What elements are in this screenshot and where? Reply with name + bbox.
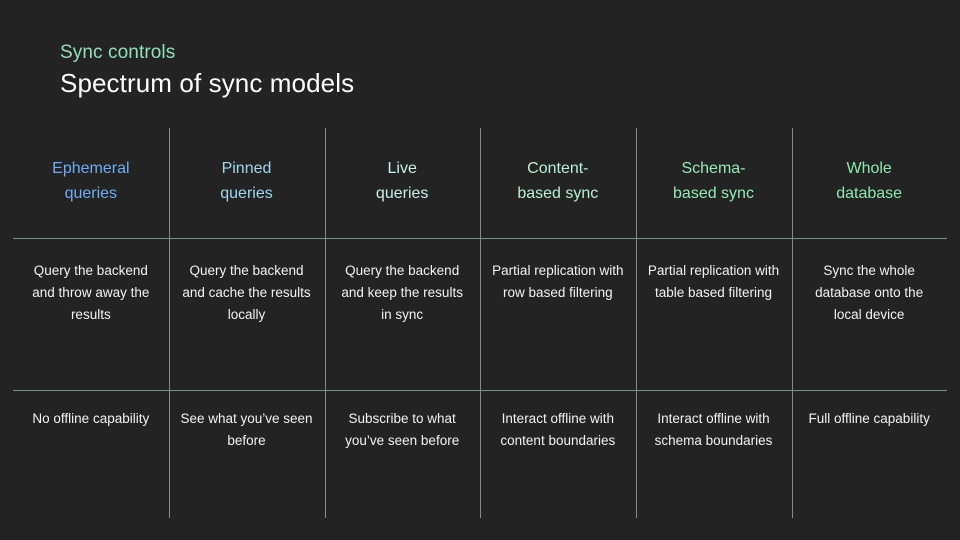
cell-description: Partial replication with row based filte… [492, 263, 624, 300]
table-row: Query the backend and cache the results … [169, 238, 325, 390]
column-header-schema-based-sync: Schema-based sync [636, 128, 792, 238]
table-row: Interact offline with schema boundaries [636, 390, 792, 518]
table-row: Query the backend and keep the results i… [324, 238, 480, 390]
cell-offline-capability: Interact offline with content boundaries [500, 411, 616, 448]
eyebrow-label: Sync controls [60, 42, 176, 63]
table-row: Query the backend and throw away the res… [13, 238, 169, 390]
table-row: Subscribe to what you’ve seen before [324, 390, 480, 518]
row-divider [13, 238, 947, 239]
column-divider [169, 128, 170, 518]
row-divider [13, 390, 947, 391]
cell-offline-capability: See what you’ve seen before [180, 411, 313, 448]
page-title: Spectrum of sync models [60, 68, 355, 98]
table-row: See what you’ve seen before [169, 390, 325, 518]
column-divider [480, 128, 481, 518]
table-row: Sync the whole database onto the local d… [791, 238, 947, 390]
table-row: Partial replication with table based fil… [636, 238, 792, 390]
table-row: Interact offline with content boundaries [480, 390, 636, 518]
cell-description: Partial replication with table based fil… [647, 263, 780, 300]
column-header-label: Content-based sync [517, 160, 599, 202]
column-header-content-based-sync: Content-based sync [480, 128, 636, 238]
cell-description: Query the backend and cache the results … [182, 263, 311, 322]
column-header-label: Schema-based sync [673, 160, 754, 202]
table-row: No offline capability [13, 390, 169, 518]
cell-description: Query the backend and keep the results i… [341, 263, 463, 322]
slide-header: Sync controls Spectrum of sync models [60, 40, 760, 100]
cell-offline-capability: Full offline capability [808, 411, 930, 426]
cell-offline-capability: No offline capability [32, 411, 150, 426]
cell-offline-capability: Interact offline with schema boundaries [654, 411, 773, 448]
table-row: Partial replication with row based filte… [480, 238, 636, 390]
column-divider [792, 128, 793, 518]
cell-offline-capability: Subscribe to what you’ve seen before [345, 411, 460, 448]
cell-description: Sync the whole database onto the local d… [815, 263, 924, 322]
cell-description: Query the backend and throw away the res… [32, 263, 150, 322]
table-row: Full offline capability [791, 390, 947, 518]
column-divider [325, 128, 326, 518]
column-divider [636, 128, 637, 518]
